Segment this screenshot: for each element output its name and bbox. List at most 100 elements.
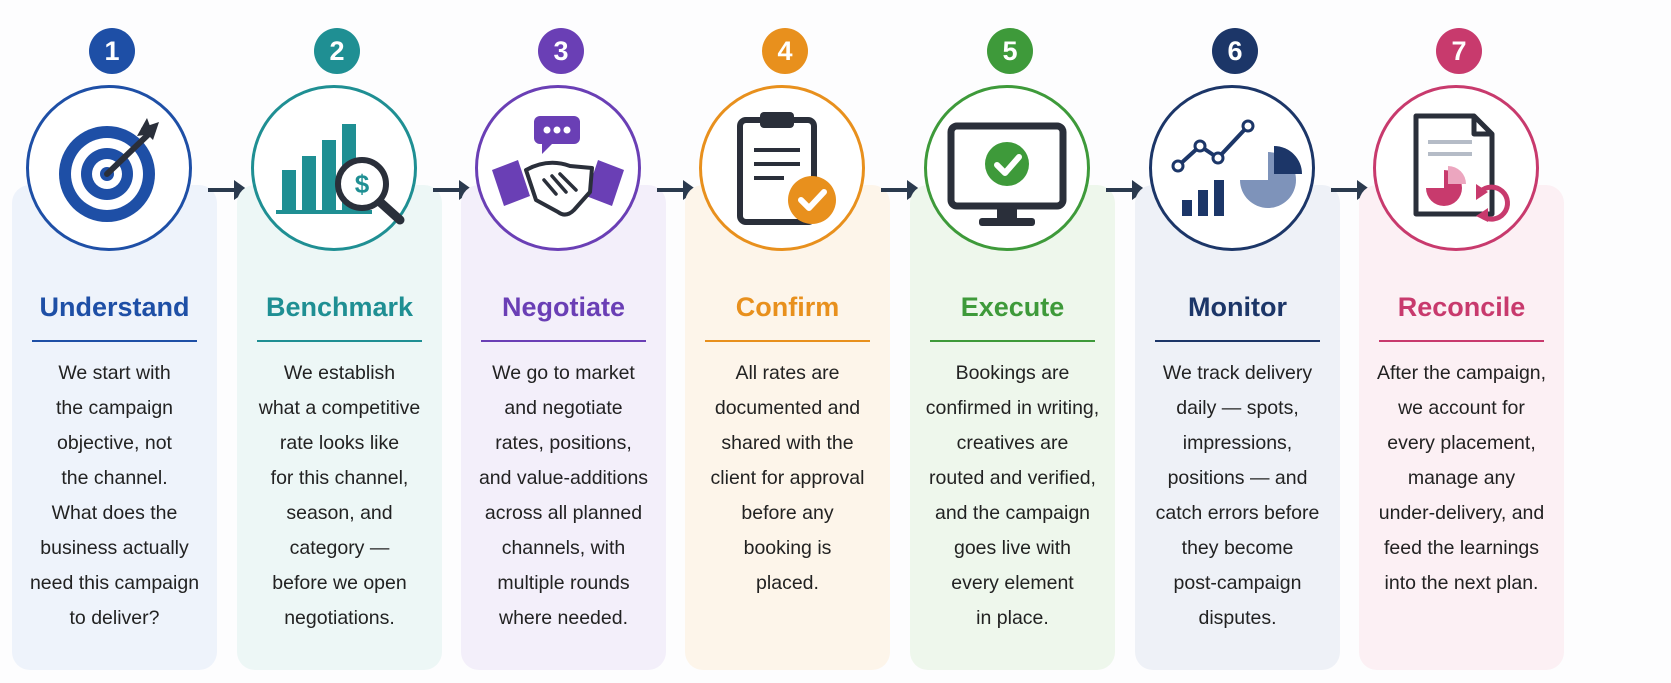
bar-chart-magnifier-icon: $	[276, 124, 405, 225]
description-line: every element	[951, 572, 1074, 594]
icon-circle: $	[251, 85, 417, 251]
description-line: category —	[289, 537, 390, 559]
title-underline	[32, 340, 197, 342]
description-line: the channel.	[61, 467, 168, 489]
description-line: for this channel,	[270, 467, 409, 489]
step-description: After the campaign, we account for every p…	[1359, 356, 1564, 601]
step-card	[685, 185, 890, 670]
description-line: post-campaign	[1173, 572, 1302, 594]
description-line: routed and verified,	[929, 467, 1096, 489]
analytics-chart-icon	[1171, 119, 1302, 216]
title-underline	[1155, 340, 1320, 342]
description-line: to deliver?	[69, 607, 160, 629]
description-line: client for approval	[710, 467, 865, 489]
step-card	[910, 185, 1115, 670]
description-line: daily — spots,	[1176, 397, 1299, 419]
step-understand: 1 Understand We start with the campaign obj…	[12, 0, 217, 683]
step-card	[12, 185, 217, 670]
icon-circle	[1373, 85, 1539, 251]
svg-text:$: $	[355, 169, 370, 199]
clipboard-check-icon	[737, 112, 836, 225]
step-title: Execute	[960, 292, 1065, 322]
handshake-icon	[492, 116, 624, 217]
step-description: We start with the campaign objective, not t…	[12, 356, 217, 636]
description-line: negotiations.	[284, 607, 395, 629]
step-description: We track delivery daily — spots, impressio…	[1135, 356, 1340, 636]
icon-circle	[26, 85, 192, 251]
description-line: We track delivery	[1162, 362, 1313, 384]
step-title: Monitor	[1188, 292, 1287, 322]
title-underline	[705, 340, 870, 342]
step-card	[461, 185, 666, 670]
description-line: need this campaign	[29, 572, 200, 594]
description-line: disputes.	[1198, 607, 1277, 629]
description-line: under-delivery, and	[1378, 502, 1545, 524]
icon-circle	[924, 85, 1090, 251]
description-line: before any	[741, 502, 834, 524]
description-line: We establish	[283, 362, 396, 384]
description-line: impressions,	[1182, 432, 1293, 454]
description-line: where needed.	[498, 607, 629, 629]
description-line: they become	[1181, 537, 1294, 559]
description-line: goes live with	[953, 537, 1072, 559]
step-title: Reconcile	[1397, 292, 1526, 322]
description-line: What does the	[51, 502, 178, 524]
step-title: Negotiate	[501, 292, 626, 322]
step-title: Benchmark	[265, 292, 414, 322]
description-line: placed.	[756, 572, 819, 594]
description-line: creatives are	[956, 432, 1069, 454]
description-line: confirmed in writing,	[925, 397, 1100, 419]
description-line: multiple rounds	[497, 572, 630, 594]
description-line: the campaign	[55, 397, 174, 419]
description-line: and value-additions	[478, 467, 649, 489]
step-title: Understand	[39, 292, 190, 322]
description-line: shared with the	[721, 432, 854, 454]
step-description: We establish what a competitive rate looks…	[237, 356, 442, 636]
description-line: we account for	[1398, 397, 1525, 419]
title-underline	[257, 340, 422, 342]
description-line: documented and	[714, 397, 861, 419]
description-line: what a competitive	[258, 397, 421, 419]
icon-circle	[1149, 85, 1315, 251]
description-line: booking is	[743, 537, 832, 559]
description-line: We start with	[58, 362, 171, 384]
description-line: After the campaign,	[1376, 362, 1547, 384]
step-card	[1359, 185, 1564, 670]
description-line: manage any	[1407, 467, 1516, 489]
description-line: positions — and	[1167, 467, 1308, 489]
description-line: and the campaign	[934, 502, 1091, 524]
step-number-badge: 1	[89, 28, 135, 74]
step-number-badge: 5	[987, 28, 1033, 74]
description-line: Bookings are	[955, 362, 1070, 384]
step-benchmark: 2 $ Benchmark We establish what a competiti…	[237, 0, 442, 683]
step-number-badge: 2	[314, 28, 360, 74]
title-underline	[1379, 340, 1544, 342]
description-line: before we open	[272, 572, 407, 594]
target-icon	[59, 118, 159, 222]
description-line: across all planned	[484, 502, 643, 524]
description-line: catch errors before	[1155, 502, 1320, 524]
description-line: channels, with	[501, 537, 626, 559]
monitor-check-icon	[947, 122, 1067, 226]
step-title: Confirm	[735, 292, 840, 322]
description-line: objective, not	[57, 432, 172, 454]
description-line: We go to market	[492, 362, 635, 384]
step-number-badge: 3	[538, 28, 584, 74]
description-line: every placement,	[1387, 432, 1536, 454]
step-description: Bookings are confirmed in writing, creativ…	[910, 356, 1115, 636]
step-card	[237, 185, 442, 670]
description-line: rates, positions,	[495, 432, 632, 454]
description-line: rate looks like	[279, 432, 400, 454]
report-reconcile-icon	[1413, 113, 1510, 222]
description-line: into the next plan.	[1384, 572, 1539, 594]
icon-circle	[475, 85, 641, 251]
step-number-badge: 4	[762, 28, 808, 74]
description-line: business actually	[40, 537, 189, 559]
